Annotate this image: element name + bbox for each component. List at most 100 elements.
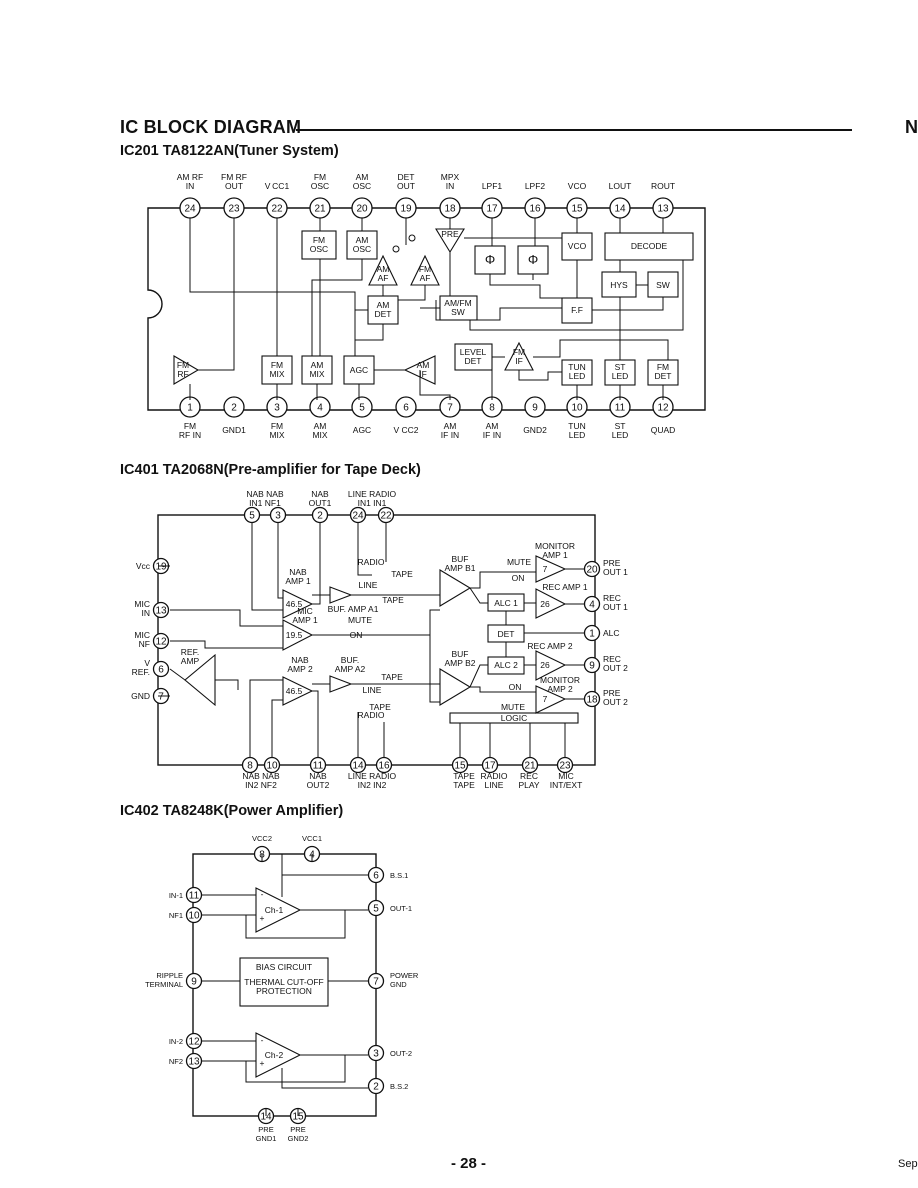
pin-number: 15: [571, 204, 583, 215]
pin-number: 2: [373, 1082, 379, 1093]
pin-number: 20: [356, 204, 368, 215]
ic402-pin-2: 2: [367, 1077, 385, 1095]
pin-number: 9: [589, 661, 595, 672]
right-edge-letter: N: [905, 117, 918, 137]
ic401-radio-label: RADIO: [358, 710, 385, 720]
pin-number: 13: [657, 204, 669, 215]
plus-sign: +: [260, 913, 265, 923]
ic402-block-bias: BIAS CIRCUIT: [256, 962, 312, 972]
ic401-pin-3: 3: [269, 506, 287, 524]
ic401-on-label: ON: [509, 682, 522, 692]
ic401-pin-4: 4: [583, 595, 601, 613]
ic201-pin-label: LOUT: [609, 181, 632, 191]
ic402-left-label: IN-2: [169, 1037, 183, 1046]
ic401-block-buf-amp-a2: BUF.AMP A2: [335, 655, 366, 674]
ic401-block-alc2: ALC 2: [494, 660, 518, 670]
ic401-block-radio: RADIO: [358, 557, 385, 567]
pin-number: 6: [373, 871, 379, 882]
ic401-left-label: GND: [131, 691, 150, 701]
ic201-pin-19: 19: [395, 197, 417, 219]
ic201-pin-label: GND2: [523, 425, 547, 435]
ic401-top-label: IN1 NF1: [249, 498, 281, 508]
ic401-gain-7: 7: [543, 564, 548, 574]
page-title: IC BLOCK DIAGRAM: [120, 117, 302, 137]
ic402-block-ch2: Ch-2: [265, 1050, 284, 1060]
pin-number: 18: [586, 695, 598, 706]
ic201-pin-24: 24: [179, 197, 201, 219]
pin-number: 8: [489, 403, 495, 414]
pin-number: 6: [158, 665, 164, 676]
ic402-right-label: OUT-2: [390, 1049, 412, 1058]
ic402-block-ch1: Ch-1: [265, 905, 284, 915]
pin-number: 22: [380, 511, 392, 522]
ic201-pin-label: V CC1: [265, 181, 290, 191]
ic401-pin-8: 8: [241, 756, 259, 774]
pin-number: 24: [352, 511, 364, 522]
ic201-pin-5: 5: [351, 396, 373, 418]
ic201-pin-label: V CC2: [393, 425, 418, 435]
ic402-pin-5: 5: [367, 899, 385, 917]
ic401-block-logic: LOGIC: [501, 713, 527, 723]
ic201-pin-23: 23: [223, 197, 245, 219]
ic402-left-label: NF2: [169, 1057, 183, 1066]
ic401-pin-12: 12: [152, 632, 170, 650]
ic402-left-label: NF1: [169, 911, 183, 920]
pin-number: 14: [352, 761, 364, 772]
pin-number: 17: [486, 204, 498, 215]
ic201-block-hys: HYS: [610, 280, 628, 290]
pin-number: 16: [529, 204, 541, 215]
ic401-mute-label: MUTE: [501, 702, 525, 712]
ic201-pin-label: VCO: [568, 181, 587, 191]
ic201-pin-17: 17: [481, 197, 503, 219]
pin-number: 12: [657, 403, 669, 414]
pin-number: 16: [378, 761, 390, 772]
pin-number: 9: [191, 977, 197, 988]
pin-number: 4: [317, 403, 323, 414]
pin-number: 11: [615, 403, 626, 414]
pin-number: 15: [292, 1112, 304, 1123]
ic201-pin-2: 2: [223, 396, 245, 418]
ic201-pin-13: 13: [652, 197, 674, 219]
pin-number: 15: [454, 761, 466, 772]
pin-number: 10: [188, 911, 200, 922]
minus-sign: -: [261, 1035, 264, 1045]
ic201-heading: IC201 TA8122AN(Tuner System): [120, 143, 339, 159]
ic401-pin-24: 24: [349, 506, 367, 524]
ic201-pin-6: 6: [395, 396, 417, 418]
ic201-block-decode: DECODE: [631, 241, 668, 251]
ic402-pin-10: 10: [185, 906, 203, 924]
ic401-gain-26: 26: [540, 599, 550, 609]
pin-number: 5: [249, 511, 255, 522]
ic402-pin-12: 12: [185, 1032, 203, 1050]
ic401-block-gain1: 46.5: [286, 599, 303, 609]
ic402-pin-13: 13: [185, 1052, 203, 1070]
pin-number: 1: [589, 629, 595, 640]
pin-number: 13: [155, 606, 167, 617]
ic401-gain-7: 7: [543, 694, 548, 704]
ic201-block-pre: PRE: [441, 229, 459, 239]
ic401-top-label: IN1 IN1: [358, 498, 387, 508]
ic402-pin-6: 6: [367, 866, 385, 884]
ic401-tape-label: TAPE: [381, 672, 403, 682]
